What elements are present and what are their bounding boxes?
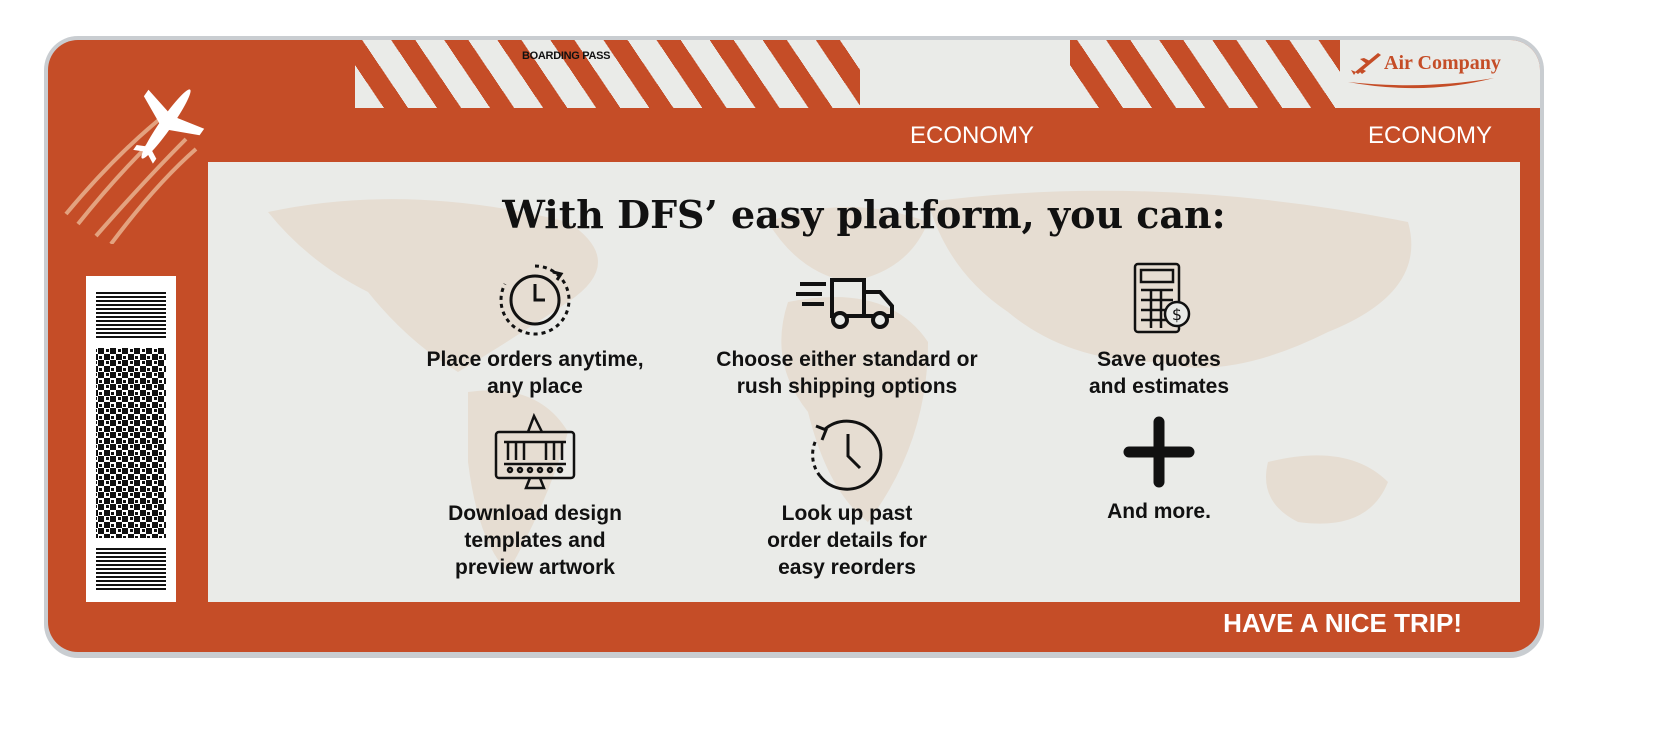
feature-templates: Download design templates and preview ar… [370, 412, 700, 581]
feature-label: Download design templates and preview ar… [448, 502, 622, 579]
logo-area [1340, 40, 1540, 108]
feature-reorders: Look up past order details for easy reor… [682, 412, 1012, 581]
feature-place-orders: Place orders anytime, any place [370, 260, 700, 400]
stripe-band-right [1070, 40, 1340, 108]
history-clock-icon [811, 419, 883, 491]
airplane-contrail-icon [64, 89, 205, 244]
footer-message: HAVE A NICE TRIP! [1223, 608, 1462, 638]
stripe-gap [860, 40, 1070, 108]
page-title: With DFS’ easy platform, you can: [502, 192, 1226, 237]
logo-swoosh [1348, 78, 1494, 89]
stripe-band-left [355, 40, 860, 108]
class-label-right: ECONOMY [1368, 122, 1493, 149]
feature-shipping: Choose either standard or rush shipping … [682, 260, 1012, 400]
feature-label: And more. [1107, 500, 1211, 523]
feature-label: Save quotes and estimates [1088, 348, 1230, 398]
content-panel: With DFS’ easy platform, you can: Place … [208, 162, 1520, 602]
boarding-pass-card: BOARDING PASS Air Company ECONOMY ECONOM… [48, 40, 1540, 652]
air-company-logo: Air Company [1344, 48, 1504, 94]
airplane-icon [1351, 53, 1381, 75]
feature-label: Look up past order details for easy reor… [767, 502, 927, 579]
monitor-templates-icon [494, 412, 576, 490]
calculator-dollar-icon: $ [1133, 262, 1191, 334]
feature-label: Place orders anytime, any place [426, 348, 644, 398]
class-label-left: ECONOMY [910, 122, 1035, 149]
brand-name: Air Company [1384, 52, 1501, 74]
barcode [86, 276, 176, 602]
boarding-pass-label: BOARDING PASS [522, 50, 611, 62]
plus-icon [1123, 416, 1195, 488]
feature-quotes: $ Save quotes and estimates [994, 260, 1324, 400]
feature-more: And more. [994, 412, 1324, 525]
delivery-truck-icon [796, 278, 894, 329]
clock-refresh-icon [499, 264, 571, 336]
world-map-background [268, 190, 1412, 572]
svg-text:$: $ [1172, 305, 1182, 324]
barcode-graphic [96, 290, 166, 590]
feature-label: Choose either standard or rush shipping … [716, 348, 978, 398]
